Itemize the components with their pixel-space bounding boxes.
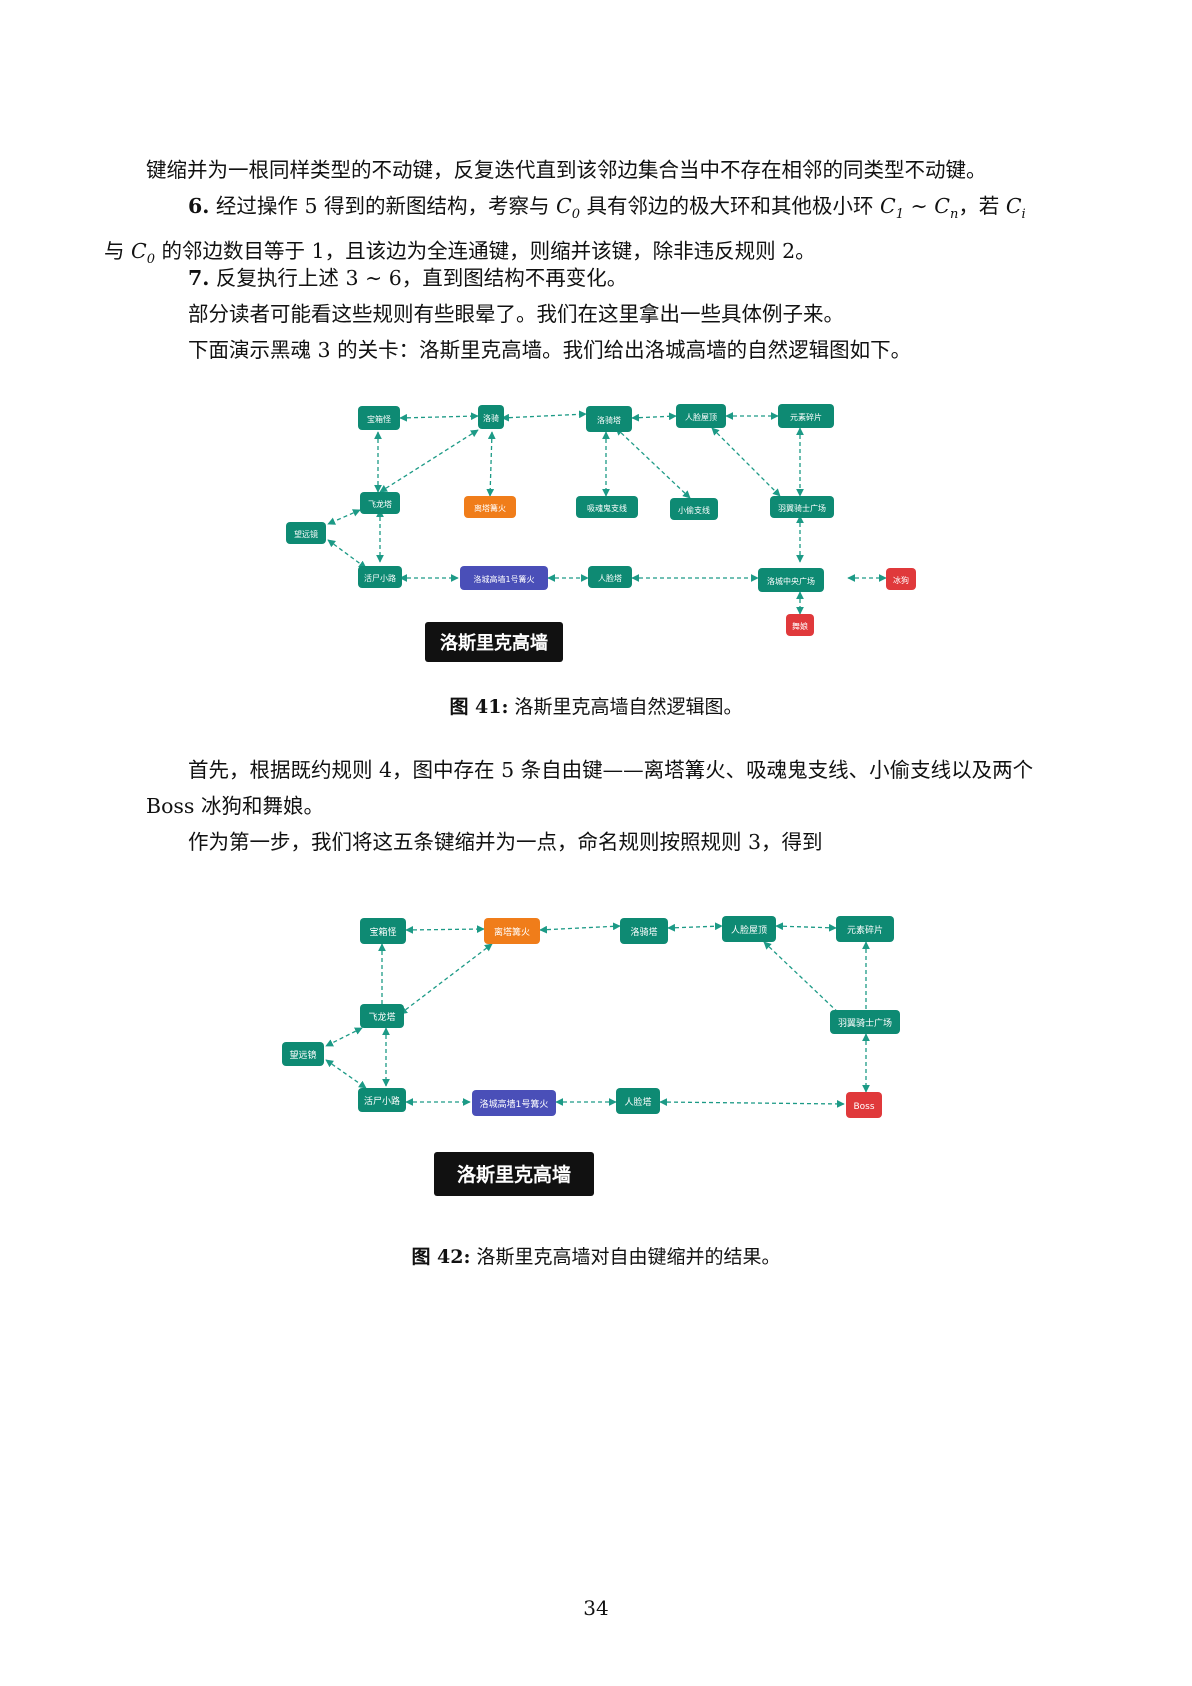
svg-text:人脸塔: 人脸塔 [598,573,622,583]
figure-42-caption: 图 42: 洛斯里克高墙对自由键缩并的结果。 [0,1242,1192,1269]
rule-6-text-2: 具有邻边的极大环和其他极小环 [579,194,881,218]
node-xihungui: 吸魂鬼支线 [576,496,638,518]
node-yuansusuipian: 元素碎片 [778,404,834,428]
figure-42-nodes: 宝箱怪 离塔篝火 洛骑塔 人脸屋顶 元素碎片 飞龙塔 羽翼骑士广场 望远镜 活尸… [282,916,900,1196]
paragraph-1: 键缩并为一根同样类型的不动键，反复迭代直到该邻边集合当中不存在相邻的同类型不动键… [146,158,987,182]
rule-6-number: 6. [188,194,210,218]
node-luocheng1-2: 洛城高墙1号篝火 [472,1090,556,1116]
node-litagouhuo-2: 离塔篝火 [484,918,540,944]
svg-text:飞龙塔: 飞龙塔 [368,499,392,509]
figure-41-edges [327,410,887,615]
svg-text:洛骑: 洛骑 [483,413,499,423]
math-c0: C0 [556,194,580,223]
node-luochengzhongyang: 洛城中央广场 [758,568,824,592]
svg-text:洛城高墙1号篝火: 洛城高墙1号篝火 [473,574,534,584]
node-renlianwuding-2: 人脸屋顶 [722,916,776,942]
math-tilde: ∼ [910,194,928,218]
rule-6-text-3: ，若 [958,194,1006,218]
svg-text:离塔篝火: 离塔篝火 [474,503,506,513]
node-renlianta: 人脸塔 [588,566,632,588]
figure-42-caption-text: 洛斯里克高墙对自由键缩并的结果。 [470,1246,781,1268]
svg-text:宝箱怪: 宝箱怪 [369,926,396,938]
svg-text:活尸小路: 活尸小路 [364,1095,400,1107]
svg-text:活尸小路: 活尸小路 [364,573,396,583]
rule-7-number: 7. [188,266,210,290]
node-binggou: 冰狗 [886,568,916,590]
svg-text:离塔篝火: 离塔篝火 [494,926,530,938]
figure-41-svg: 宝箱怪 洛骑 洛骑塔 人脸屋顶 元素碎片 飞龙塔 离塔篝火 吸魂鬼支线 小偷支线… [286,404,916,662]
svg-text:望远镜: 望远镜 [289,1049,316,1061]
figure-42-caption-number: 图 42: [411,1246,471,1268]
node-feilongta: 飞龙塔 [360,492,400,514]
svg-text:小偷支线: 小偷支线 [678,505,710,515]
paragraph-rule-7: 7. 反复执行上述 3 ∼ 6，直到图结构不再变化。 [146,260,1052,296]
rule-7-text: 反复执行上述 3 ∼ 6，直到图结构不再变化。 [209,266,628,290]
figure-42-diagram: 宝箱怪 离塔篝火 洛骑塔 人脸屋顶 元素碎片 飞龙塔 羽翼骑士广场 望远镜 活尸… [270,900,920,1200]
rule-6-text-1: 经过操作 5 得到的新图结构，考察与 [209,194,557,218]
figure-41-caption: 图 41: 洛斯里克高墙自然逻辑图。 [0,692,1192,719]
node-yuyiqishi: 羽翼骑士广场 [770,496,834,518]
node-wuniang: 舞娘 [786,614,814,636]
svg-text:宝箱怪: 宝箱怪 [367,414,391,424]
figure-42-edges [325,922,870,1108]
node-huoshixiaolu-2: 活尸小路 [358,1088,406,1112]
math-ci: Ci [1005,194,1026,223]
svg-text:飞龙塔: 飞龙塔 [368,1011,395,1023]
node-baoxiangguai-2: 宝箱怪 [360,918,406,944]
node-feilongta-2: 飞龙塔 [360,1004,404,1028]
svg-text:元素碎片: 元素碎片 [790,412,822,422]
svg-text:羽翼骑士广场: 羽翼骑士广场 [778,503,826,513]
math-cn: Cn [934,194,959,223]
svg-text:洛斯里克高墙: 洛斯里克高墙 [440,632,548,654]
page-number: 34 [583,1596,609,1620]
node-luoqita: 洛骑塔 [586,406,632,432]
svg-text:舞娘: 舞娘 [792,621,808,631]
paragraph-4: 部分读者可能看这些规则有些眼晕了。我们在这里拿出一些具体例子来。 [188,302,844,326]
svg-text:人脸屋顶: 人脸屋顶 [685,412,717,422]
node-xiaotou: 小偷支线 [670,498,718,520]
node-wangyuanjing: 望远镜 [286,522,326,544]
node-boss: Boss [846,1092,882,1118]
paragraph-5: 下面演示黑魂 3 的关卡：洛斯里克高墙。我们给出洛城高墙的自然逻辑图如下。 [188,338,912,362]
figure-41-caption-text: 洛斯里克高墙自然逻辑图。 [508,696,743,718]
node-yuyiqishi-2: 羽翼骑士广场 [830,1010,900,1034]
paragraph-rule-6: 6. 经过操作 5 得到的新图结构，考察与 C0 具有邻边的极大环和其他极小环 … [104,188,1052,278]
node-huoshixiaolu: 活尸小路 [358,566,402,588]
figure-42-title-label: 洛斯里克高墙 [434,1152,594,1196]
math-c0-b: C0 [131,239,155,268]
figure-42-svg: 宝箱怪 离塔篝火 洛骑塔 人脸屋顶 元素碎片 飞龙塔 羽翼骑士广场 望远镜 活尸… [282,916,900,1196]
node-luocheng1: 洛城高墙1号篝火 [460,566,548,590]
svg-text:冰狗: 冰狗 [893,575,909,585]
figure-41-caption-number: 图 41: [449,696,509,718]
rule-6-text-4: 与 [104,239,132,264]
paragraph-7: 作为第一步，我们将这五条键缩并为一点，命名规则按照规则 3，得到 [188,830,823,854]
figure-41-diagram: 宝箱怪 洛骑 洛骑塔 人脸屋顶 元素碎片 飞龙塔 离塔篝火 吸魂鬼支线 小偷支线… [280,392,930,672]
figure-41-title-label: 洛斯里克高墙 [425,622,563,662]
svg-text:洛骑塔: 洛骑塔 [630,926,657,938]
svg-text:元素碎片: 元素碎片 [847,924,883,936]
svg-text:羽翼骑士广场: 羽翼骑士广场 [838,1017,892,1029]
paragraph-6: 首先，根据既约规则 4，图中存在 5 条自由键——离塔篝火、吸魂鬼支线、小偷支线… [146,758,1034,818]
svg-text:人脸塔: 人脸塔 [624,1096,651,1108]
node-baoxiangguai: 宝箱怪 [358,406,400,430]
rule-6-text-5: 的邻边数目等于 1，且该边为全连通键，则缩并该键，除非违反规则 2。 [155,239,816,264]
svg-text:望远镜: 望远镜 [294,529,318,539]
node-luoqi: 洛骑 [478,405,504,429]
node-renlianta-2: 人脸塔 [616,1088,660,1114]
node-yuansusuipian-2: 元素碎片 [836,916,894,942]
svg-text:洛骑塔: 洛骑塔 [597,415,621,425]
svg-text:洛斯里克高墙: 洛斯里克高墙 [457,1163,571,1186]
figure-41-nodes: 宝箱怪 洛骑 洛骑塔 人脸屋顶 元素碎片 飞龙塔 离塔篝火 吸魂鬼支线 小偷支线… [286,404,916,662]
svg-text:人脸屋顶: 人脸屋顶 [731,924,767,936]
svg-text:吸魂鬼支线: 吸魂鬼支线 [587,503,627,513]
svg-text:洛城中央广场: 洛城中央广场 [767,576,815,586]
node-litagouhuo: 离塔篝火 [464,496,516,518]
node-wangyuanjing-2: 望远镜 [282,1042,324,1066]
math-c1: C1 [880,194,904,223]
svg-text:Boss: Boss [853,1102,874,1112]
node-luoqita-2: 洛骑塔 [620,918,668,944]
svg-text:洛城高墙1号篝火: 洛城高墙1号篝火 [480,1098,549,1110]
node-renlianwuding: 人脸屋顶 [676,404,726,428]
